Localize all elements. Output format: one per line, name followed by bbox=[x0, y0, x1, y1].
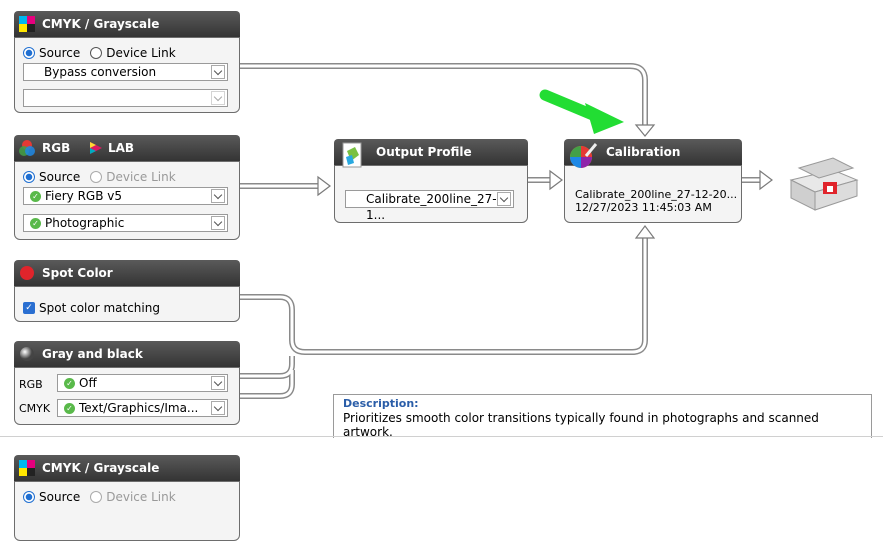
lab-title: LAB bbox=[108, 141, 135, 155]
arrowhead-down bbox=[634, 124, 656, 137]
check-icon: ✓ bbox=[64, 403, 75, 414]
arrowhead-up bbox=[634, 225, 656, 239]
calibration-date: 12/27/2023 11:45:03 AM bbox=[575, 201, 712, 214]
panel-title: CMYK / Grayscale bbox=[42, 17, 160, 31]
checkbox-label: Spot color matching bbox=[39, 301, 160, 315]
gray-black-panel: Gray and black RGB ✓ Off CMYK ✓ Text/Graph… bbox=[14, 341, 240, 425]
device-link-radio[interactable] bbox=[90, 171, 103, 183]
rgb-source-select[interactable]: ✓ Fiery RGB v5 bbox=[23, 187, 228, 205]
rgb-lab-panel: RGB LAB Source Device Link ✓ Fiery RGB v5… bbox=[14, 135, 240, 240]
select-value: Photographic bbox=[45, 216, 125, 230]
panel-title: Output Profile bbox=[376, 145, 472, 159]
cmyk-secondary-select[interactable] bbox=[23, 89, 228, 107]
chevron-down-icon[interactable] bbox=[497, 192, 511, 206]
panel-title: Calibration bbox=[606, 145, 681, 159]
lab-icon bbox=[90, 142, 102, 154]
rgb-title: RGB bbox=[42, 141, 71, 155]
cmyk-panel-header: CMYK / Grayscale bbox=[14, 11, 240, 37]
gray-rgb-select[interactable]: ✓ Off bbox=[57, 374, 228, 392]
arrowhead-right bbox=[759, 169, 773, 191]
cmyk-grayscale-panel-2: CMYK / Grayscale Source Device Link bbox=[14, 455, 240, 541]
output-profile-header: Output Profile bbox=[334, 139, 528, 168]
cmyk-panel-header: CMYK / Grayscale bbox=[14, 455, 240, 481]
select-value: Off bbox=[79, 376, 97, 390]
output-profile-icon bbox=[342, 142, 362, 168]
rgb-circles-icon bbox=[19, 140, 35, 156]
description-box: Description: Prioritizes smooth color tr… bbox=[333, 394, 872, 439]
green-arrow-icon bbox=[539, 89, 624, 134]
chevron-down-icon[interactable] bbox=[211, 91, 225, 105]
gray-ball-icon bbox=[20, 347, 34, 361]
source-radio[interactable] bbox=[23, 171, 35, 183]
panel-title: Gray and black bbox=[42, 347, 143, 361]
cmyk-squares-icon bbox=[19, 460, 35, 476]
cmyk-squares-icon bbox=[19, 16, 35, 32]
spot-color-panel: Spot Color ✓ Spot color matching bbox=[14, 260, 240, 322]
source-label: Source bbox=[39, 170, 81, 184]
output-profile-select[interactable]: Calibrate_200line_27-1... bbox=[345, 190, 514, 222]
device-link-label: Device Link bbox=[106, 170, 176, 184]
calibration-panel: Calibration Calibrate_200line_27-12-20..… bbox=[564, 139, 742, 223]
panel-title: Spot Color bbox=[42, 266, 113, 280]
rendering-intent-select[interactable]: ✓ Photographic bbox=[23, 214, 228, 232]
cmyk-source-select[interactable]: Bypass conversion bbox=[23, 63, 228, 81]
check-icon: ✓ bbox=[30, 218, 41, 229]
cmyk-row-label: CMYK bbox=[19, 402, 51, 415]
spot-panel-header: Spot Color bbox=[14, 260, 240, 286]
color-wheel-pencil-icon bbox=[570, 143, 598, 168]
select-value: Bypass conversion bbox=[44, 65, 157, 79]
arrowhead-right bbox=[549, 169, 563, 191]
output-profile-panel: Output Profile Calibrate_200line_27-1... bbox=[334, 139, 528, 223]
gray-cmyk-select[interactable]: ✓ Text/Graphics/Ima... bbox=[57, 399, 228, 417]
source-radio[interactable] bbox=[23, 491, 35, 503]
chevron-down-icon[interactable] bbox=[211, 189, 225, 203]
device-link-label: Device Link bbox=[106, 490, 176, 504]
description-title: Description: bbox=[343, 397, 419, 410]
printer-icon bbox=[789, 157, 859, 211]
cmyk-grayscale-panel: CMYK / Grayscale Source Device Link Bypa… bbox=[14, 11, 240, 113]
select-value: Text/Graphics/Ima... bbox=[79, 401, 199, 415]
select-value: Fiery RGB v5 bbox=[45, 189, 123, 203]
arrowhead-right bbox=[317, 175, 331, 197]
chevron-down-icon[interactable] bbox=[211, 401, 225, 415]
chevron-down-icon[interactable] bbox=[211, 65, 225, 79]
gray-panel-header: Gray and black bbox=[14, 341, 240, 367]
device-link-label: Device Link bbox=[106, 46, 176, 60]
panel-title: CMYK / Grayscale bbox=[42, 461, 160, 475]
check-icon: ✓ bbox=[64, 378, 75, 389]
section-divider bbox=[0, 436, 883, 437]
rgb-row-label: RGB bbox=[19, 378, 43, 391]
flow-connectors bbox=[240, 63, 773, 399]
rgb-panel-header: RGB LAB bbox=[14, 135, 240, 161]
description-text: Prioritizes smooth color transitions typ… bbox=[343, 411, 819, 439]
spot-color-checkbox[interactable]: ✓ bbox=[23, 302, 35, 314]
red-dot-icon bbox=[20, 266, 34, 280]
source-label: Source bbox=[39, 46, 81, 60]
device-link-radio[interactable] bbox=[90, 47, 103, 59]
chevron-down-icon[interactable] bbox=[211, 376, 225, 390]
chevron-down-icon[interactable] bbox=[211, 216, 225, 230]
source-label: Source bbox=[39, 490, 81, 504]
source-radio[interactable] bbox=[23, 47, 35, 59]
calibration-header: Calibration bbox=[564, 139, 742, 168]
calibration-name: Calibrate_200line_27-12-20... bbox=[575, 188, 738, 201]
check-icon: ✓ bbox=[30, 191, 41, 202]
select-value: Calibrate_200line_27-1... bbox=[366, 192, 497, 222]
device-link-radio[interactable] bbox=[90, 491, 103, 503]
